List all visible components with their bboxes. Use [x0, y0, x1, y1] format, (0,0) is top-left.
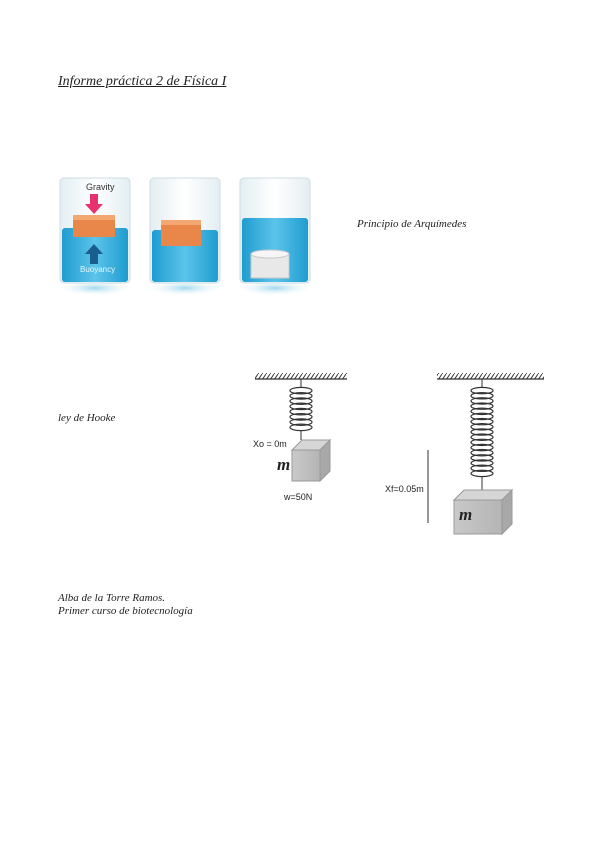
buoyancy-label: Buoyancy	[80, 265, 116, 274]
buoyancy-arrow-icon	[85, 244, 103, 254]
spring-system-2	[427, 373, 544, 536]
spring-system-1	[255, 373, 347, 483]
weight-label: w=50N	[284, 492, 313, 502]
document-title: Informe práctica 2 de Física I	[58, 74, 227, 89]
mass-label-2: m	[459, 505, 473, 524]
archimedes-caption: Principio de Arquímedes	[357, 218, 467, 230]
hooke-caption: ley de Hooke	[58, 412, 116, 424]
spring-2-coil	[470, 386, 494, 478]
position-label-xo: Xo = 0m	[253, 439, 287, 449]
author-block: Alba de la Torre Ramos. Primer curso de …	[58, 592, 193, 618]
beaker-3	[235, 177, 315, 296]
beaker-1	[55, 177, 135, 296]
sponge-cube	[73, 215, 115, 237]
archimedes-beakers-figure	[55, 177, 315, 296]
hooke-springs-figure	[255, 373, 544, 536]
author-course: Primer curso de biotecnología	[58, 605, 193, 617]
mass-box-1	[291, 449, 321, 482]
beaker-2	[145, 177, 225, 296]
position-label-xf: Xf=0.05m	[385, 484, 424, 494]
gravity-arrow-icon	[85, 204, 103, 214]
gravity-label: Gravity	[86, 182, 115, 192]
mass-box-2	[453, 499, 503, 535]
author-name: Alba de la Torre Ramos.	[58, 592, 166, 604]
spring-1-coil	[289, 386, 313, 432]
mass-label-1: m	[277, 455, 291, 474]
